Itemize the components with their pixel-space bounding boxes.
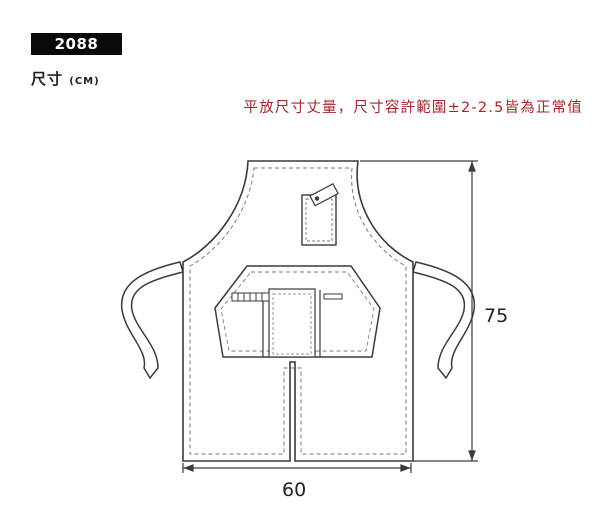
pocket-label-tab xyxy=(323,293,343,300)
left-tie-strap xyxy=(120,261,184,380)
height-dimension-line xyxy=(360,160,478,462)
width-dimension-label: 60 xyxy=(282,479,307,501)
front-pocket-stitching xyxy=(220,271,375,352)
measurement-tolerance-note: 平放尺寸丈量，尺寸容許範圍±2-2.5皆為正常值 xyxy=(243,100,583,116)
pen-slots xyxy=(231,292,270,302)
width-dimension-line xyxy=(182,463,412,473)
pen-pocket-stitching xyxy=(272,293,312,355)
chest-pocket-tab xyxy=(309,182,339,207)
apron-body-stitching xyxy=(189,167,407,455)
size-heading-unit: (CM) xyxy=(69,76,100,87)
right-tie-strap xyxy=(412,261,476,380)
size-heading-label: 尺寸 xyxy=(31,70,64,88)
product-code-badge: 2088 xyxy=(31,33,122,55)
pen-pocket xyxy=(268,288,316,358)
height-dimension-label: 75 xyxy=(484,305,509,327)
size-heading: 尺寸 (CM) xyxy=(31,68,100,89)
